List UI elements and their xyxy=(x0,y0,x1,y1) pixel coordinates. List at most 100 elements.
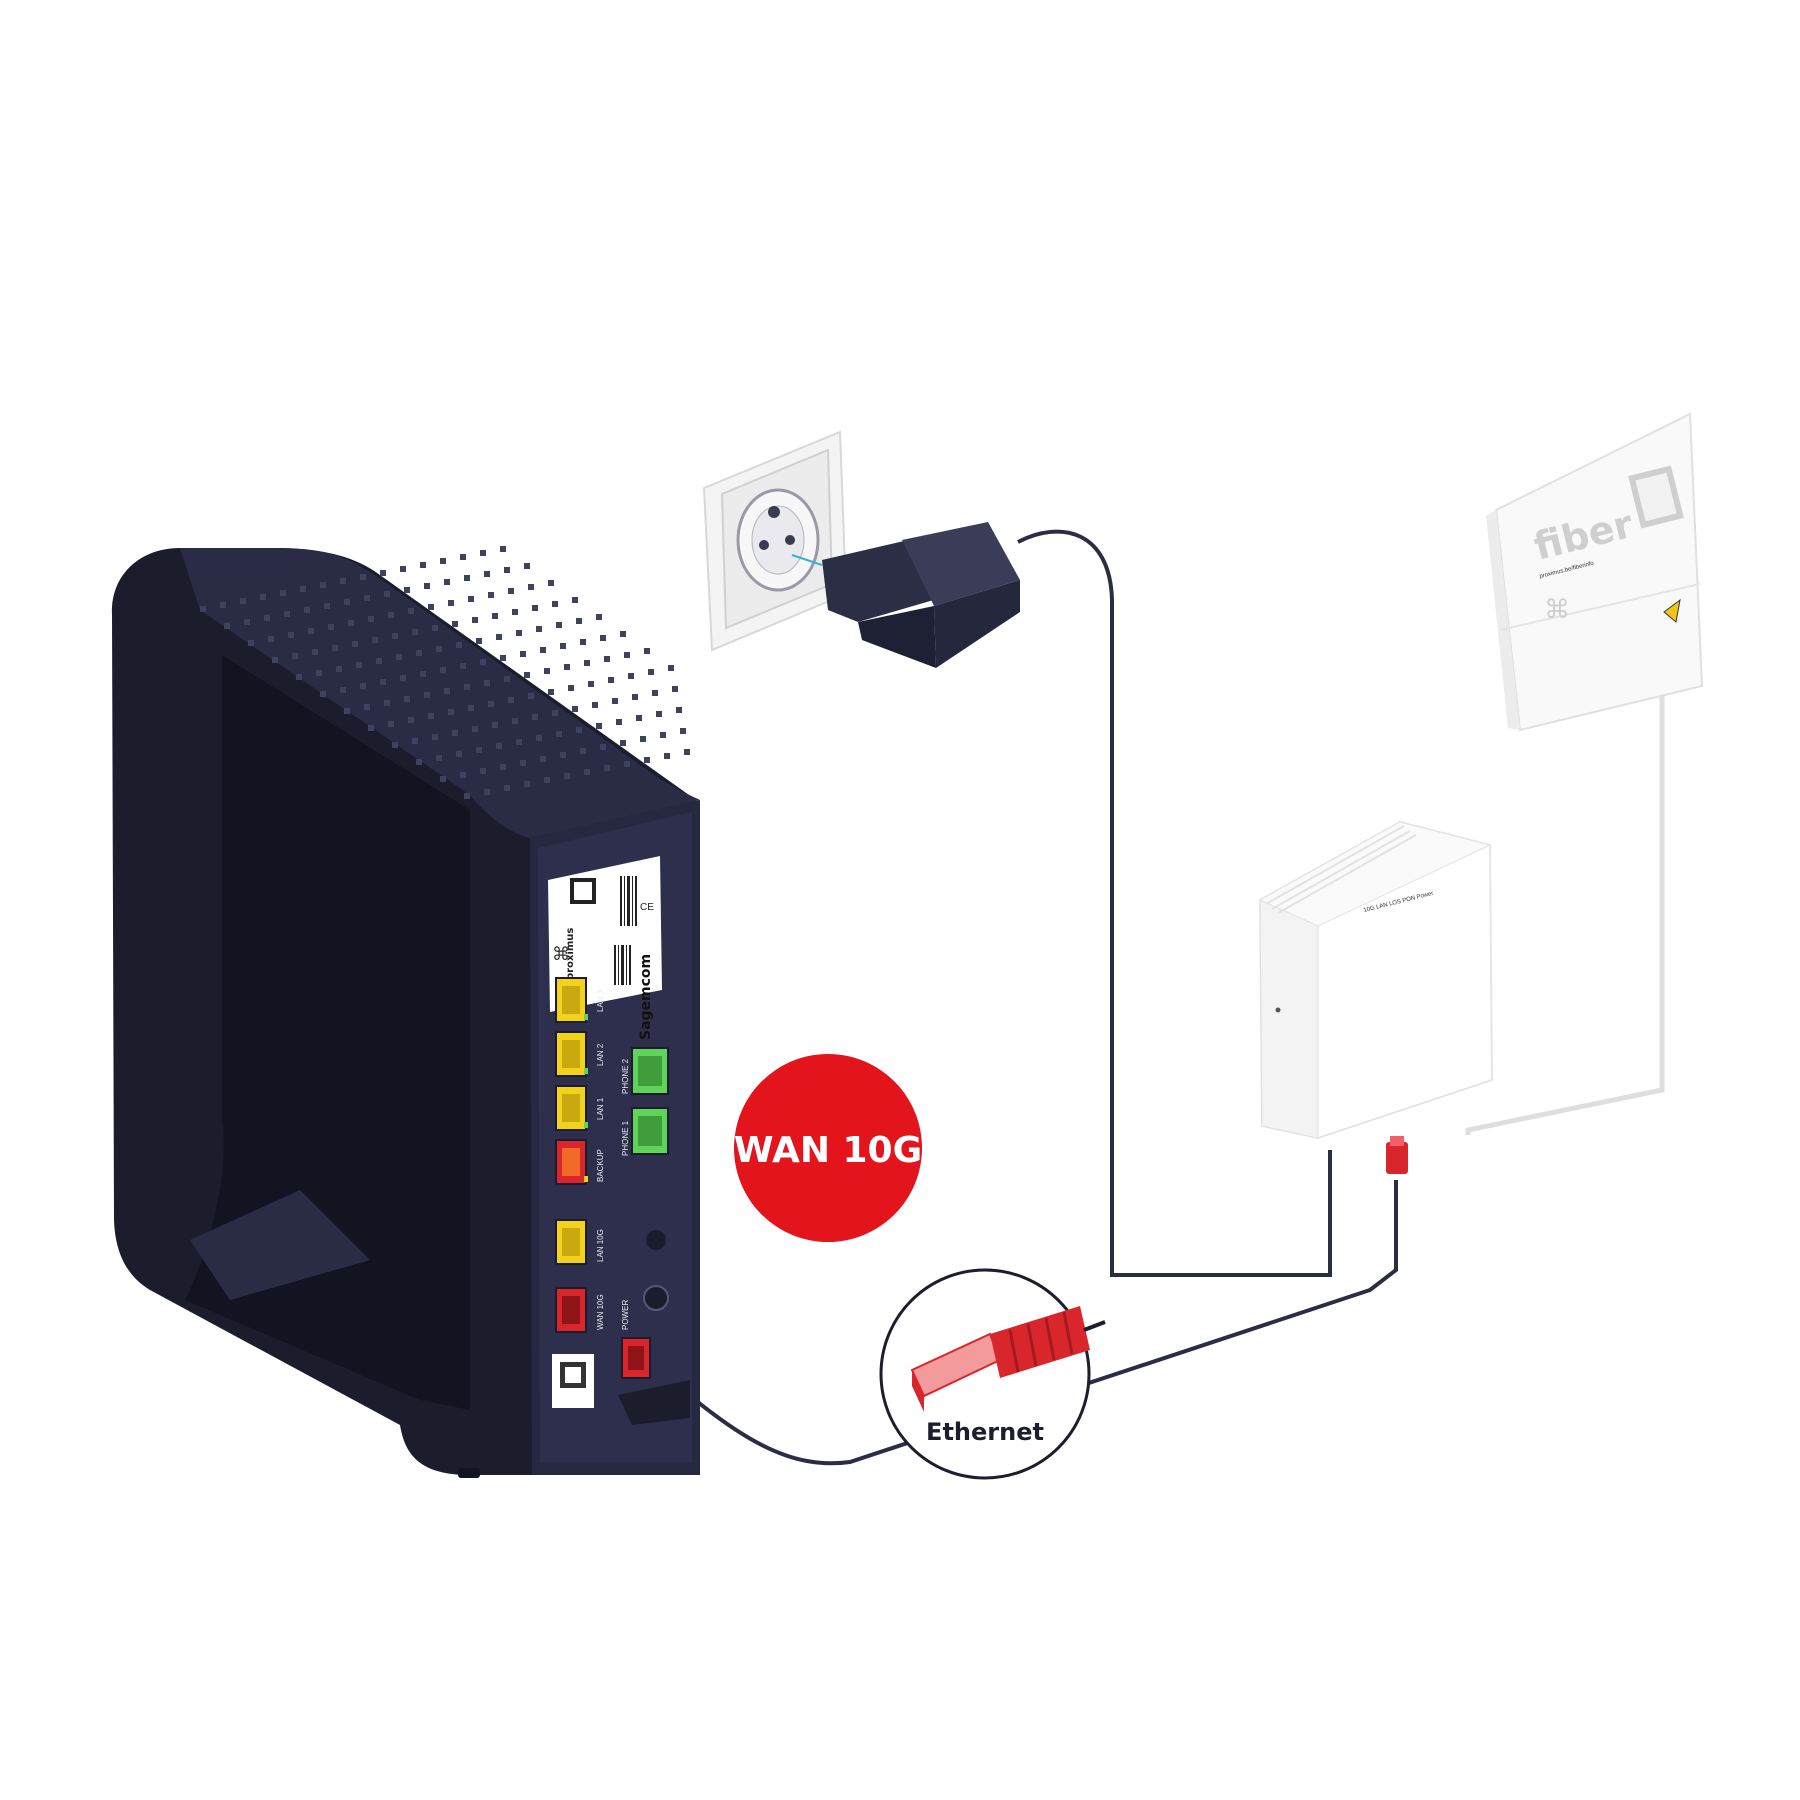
reset-button[interactable] xyxy=(646,1230,666,1250)
vent-hole xyxy=(448,709,454,715)
vent-hole xyxy=(432,625,438,631)
vent-hole xyxy=(684,749,690,755)
vent-hole xyxy=(460,772,466,778)
vent-hole xyxy=(412,738,418,744)
vent-hole xyxy=(432,734,438,740)
vent-hole xyxy=(572,706,578,712)
vent-hole xyxy=(368,616,374,622)
vent-hole xyxy=(636,715,642,721)
port-phone2[interactable] xyxy=(631,1047,669,1095)
vent-hole xyxy=(224,623,230,629)
vent-hole xyxy=(512,609,518,615)
vent-hole xyxy=(304,607,310,613)
rj45-connector-icon xyxy=(910,1306,1106,1412)
port-lan2[interactable] xyxy=(555,1031,588,1077)
label-phone1: PHONE 1 xyxy=(621,1120,630,1156)
proximus-icon: ⌘ xyxy=(552,944,570,965)
vent-hole xyxy=(320,582,326,588)
vent-hole xyxy=(584,769,590,775)
port-lan1[interactable] xyxy=(555,1085,588,1131)
vent-hole xyxy=(264,615,270,621)
vent-hole xyxy=(680,728,686,734)
vent-hole xyxy=(284,611,290,617)
vent-hole xyxy=(676,707,682,713)
power-jack[interactable] xyxy=(643,1285,669,1311)
vent-hole xyxy=(668,665,674,671)
vent-hole xyxy=(564,664,570,670)
vent-hole xyxy=(388,721,394,727)
vent-hole xyxy=(360,683,366,689)
vent-hole xyxy=(532,605,538,611)
vent-hole xyxy=(672,686,678,692)
vent-hole xyxy=(360,574,366,580)
vent-hole xyxy=(476,638,482,644)
vent-hole xyxy=(620,631,626,637)
vent-hole xyxy=(380,679,386,685)
port-backup[interactable] xyxy=(555,1139,588,1185)
vent-hole xyxy=(472,726,478,732)
vent-hole xyxy=(316,670,322,676)
vent-hole xyxy=(392,633,398,639)
label-lan2: LAN 2 xyxy=(596,1043,605,1066)
router: proximus ⌘ CE Sagemcom xyxy=(111,546,700,1478)
vent-hole xyxy=(476,747,482,753)
vent-hole xyxy=(600,635,606,641)
vent-hole xyxy=(604,656,610,662)
vent-hole xyxy=(524,781,530,787)
vent-hole xyxy=(268,636,274,642)
vent-hole xyxy=(404,587,410,593)
proximus-logo-icon: ⌘ xyxy=(1544,595,1570,625)
vent-hole xyxy=(504,676,510,682)
vent-hole xyxy=(240,598,246,604)
vent-hole xyxy=(308,628,314,634)
vent-hole xyxy=(600,744,606,750)
vent-hole xyxy=(480,768,486,774)
vent-hole xyxy=(608,677,614,683)
port-phone1[interactable] xyxy=(631,1107,669,1155)
vent-hole xyxy=(644,648,650,654)
vent-hole xyxy=(520,760,526,766)
port-lan3[interactable] xyxy=(555,977,588,1023)
port-wan10g[interactable] xyxy=(555,1287,587,1333)
vent-hole xyxy=(464,793,470,799)
vent-hole xyxy=(484,680,490,686)
ethernet-callout-text: Ethernet xyxy=(926,1418,1044,1446)
vent-hole xyxy=(448,600,454,606)
port-lan10g[interactable] xyxy=(555,1219,587,1265)
vent-hole xyxy=(480,550,486,556)
vent-hole xyxy=(632,694,638,700)
vent-hole xyxy=(440,776,446,782)
vent-hole xyxy=(460,554,466,560)
vent-hole xyxy=(468,705,474,711)
vent-hole xyxy=(424,692,430,698)
ethernet-callout: Ethernet xyxy=(879,1268,1106,1480)
vent-hole xyxy=(288,632,294,638)
vent-hole xyxy=(344,708,350,714)
vent-hole xyxy=(420,562,426,568)
vent-hole xyxy=(616,719,622,725)
vent-hole xyxy=(340,687,346,693)
label-lan10g: LAN 10G xyxy=(596,1229,605,1262)
vent-hole xyxy=(368,725,374,731)
vent-hole xyxy=(576,618,582,624)
vent-hole xyxy=(428,604,434,610)
vent-hole xyxy=(380,570,386,576)
router-label-sticker: proximus ⌘ CE Sagemcom xyxy=(548,856,662,1040)
vent-hole xyxy=(424,583,430,589)
power-adapter xyxy=(822,522,1020,668)
vent-hole xyxy=(500,546,506,552)
vent-hole xyxy=(520,651,526,657)
power-plug xyxy=(618,1337,690,1425)
vent-hole xyxy=(516,739,522,745)
vent-hole xyxy=(416,650,422,656)
router-vent-grid xyxy=(200,546,690,799)
ont-ethernet-plug xyxy=(1386,1136,1408,1174)
vent-hole xyxy=(428,713,434,719)
vent-hole xyxy=(552,601,558,607)
vent-hole xyxy=(540,647,546,653)
vent-hole xyxy=(400,675,406,681)
vent-hole xyxy=(556,731,562,737)
vent-hole xyxy=(624,761,630,767)
vent-hole xyxy=(412,629,418,635)
